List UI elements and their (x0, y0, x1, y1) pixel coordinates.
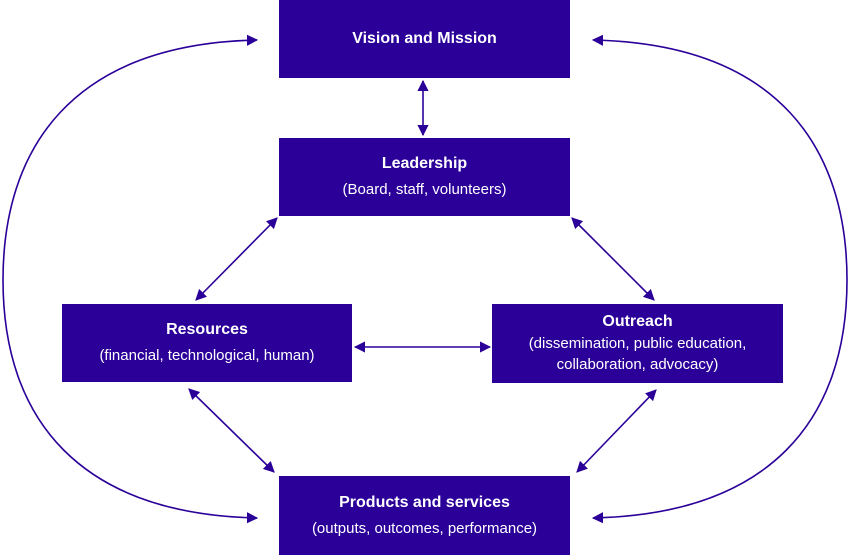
arrow-leadership-resources (195, 217, 278, 301)
node-title: Outreach (602, 313, 673, 330)
arrow-outreach-products (576, 389, 657, 473)
node-subtitle: (financial, technological, human) (99, 347, 315, 364)
node-outreach: Outreach (dissemination, public educatio… (492, 304, 783, 383)
node-title: Leadership (381, 155, 468, 172)
node-products-and-services: Products and services (outputs, outcomes… (279, 476, 570, 555)
node-leadership: Leadership (Board, staff, volunteers) (279, 138, 570, 216)
node-subtitle: (Board, staff, volunteers) (342, 181, 507, 198)
node-title: Resources (166, 321, 248, 338)
node-subtitle-line2: collaboration, advocacy) (556, 356, 719, 373)
node-title: Vision and Mission (352, 30, 497, 47)
arrow-resources-products (188, 388, 275, 473)
node-title: Products and services (339, 493, 510, 511)
node-subtitle: (outputs, outcomes, performance) (311, 519, 538, 537)
node-vision-and-mission: Vision and Mission (279, 0, 570, 78)
arrow-left-loop (2, 34, 259, 524)
arrow-right-loop (591, 34, 848, 524)
arrow-leadership-outreach (571, 217, 655, 301)
node-resources: Resources (financial, technological, hum… (62, 304, 352, 382)
node-subtitle-line1: (dissemination, public education, (528, 335, 747, 352)
